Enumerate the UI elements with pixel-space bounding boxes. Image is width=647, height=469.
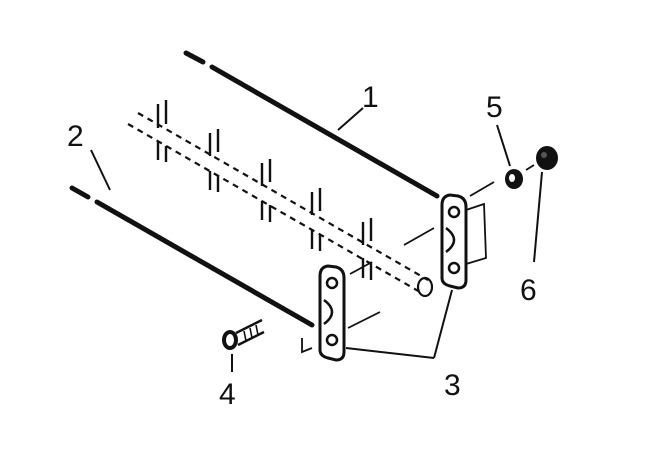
shaft-prong: [260, 159, 272, 222]
nut: [505, 169, 523, 189]
right-bracket: [403, 181, 495, 290]
callout-5: 5: [486, 91, 503, 124]
callout-3: 3: [444, 369, 461, 402]
shaft-prong: [361, 218, 373, 280]
callout-6: 6: [520, 274, 537, 307]
dashed-shaft: [127, 100, 434, 298]
callout-1: 1: [362, 81, 379, 114]
shaft-prong: [310, 188, 322, 251]
leader-lines: [90, 107, 543, 372]
bolt: [222, 318, 265, 350]
shaft-prong: [208, 129, 220, 192]
lower-rod: [69, 185, 315, 328]
upper-rod: [183, 50, 440, 199]
callout-4: 4: [219, 378, 236, 411]
callout-2: 2: [67, 120, 84, 153]
cap: [525, 146, 558, 171]
shaft-prong: [156, 100, 168, 162]
left-bracket: [301, 261, 381, 362]
